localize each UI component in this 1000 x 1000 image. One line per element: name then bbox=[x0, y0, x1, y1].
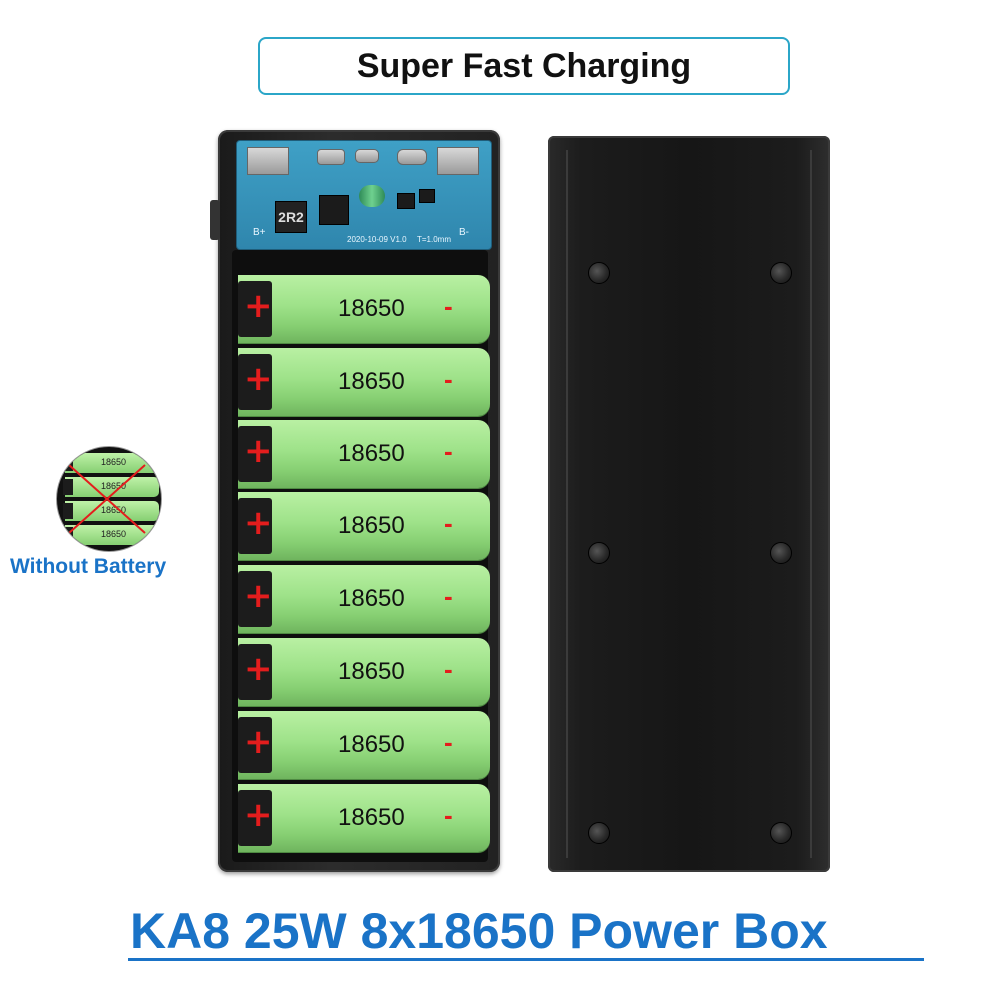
plus-terminal-icon: + bbox=[244, 503, 273, 543]
title-underline bbox=[128, 958, 924, 961]
battery-terminal bbox=[238, 717, 272, 773]
usb-a-port-right bbox=[437, 147, 479, 175]
without-battery-inset: 18650 18650 18650 18650 bbox=[56, 446, 162, 552]
battery-terminal bbox=[238, 790, 272, 846]
battery-cell: + 18650 - bbox=[238, 565, 490, 633]
minus-terminal-icon: - bbox=[444, 436, 453, 466]
battery-label: 18650 bbox=[338, 295, 405, 322]
without-battery-label: Without Battery bbox=[10, 555, 167, 578]
inductor-label: 2R2 bbox=[278, 209, 304, 225]
controller-chip bbox=[319, 195, 349, 225]
mosfet-chip bbox=[397, 193, 415, 209]
battery-terminal bbox=[238, 498, 272, 554]
mini-battery: 18650 bbox=[63, 525, 159, 545]
battery-cell: + 18650 - bbox=[238, 492, 490, 560]
battery-cell: + 18650 - bbox=[238, 711, 490, 779]
lightning-port bbox=[355, 149, 379, 163]
battery-label: 18650 bbox=[338, 804, 405, 831]
header-text: Super Fast Charging bbox=[356, 46, 692, 85]
usb-c-port bbox=[397, 149, 427, 165]
plus-terminal-icon: + bbox=[244, 359, 273, 399]
plus-terminal-icon: + bbox=[244, 795, 273, 835]
battery-cell: + 18650 - bbox=[238, 348, 490, 416]
usb-a-port-left bbox=[247, 147, 289, 175]
pcb-b-plus: B+ bbox=[253, 227, 266, 238]
battery-label: 18650 bbox=[338, 440, 405, 467]
screw-post bbox=[588, 822, 610, 844]
screw-post bbox=[770, 822, 792, 844]
plus-terminal-icon: + bbox=[244, 576, 273, 616]
plus-terminal-icon: + bbox=[244, 286, 273, 326]
plus-terminal-icon: + bbox=[244, 431, 273, 471]
cross-out-icon bbox=[68, 464, 146, 534]
pcb-thickness: T=1.0mm bbox=[417, 235, 452, 244]
mini-battery: 18650 bbox=[63, 453, 159, 473]
screw-post bbox=[770, 262, 792, 284]
minus-terminal-icon: - bbox=[444, 508, 453, 538]
power-box-lid bbox=[548, 136, 830, 872]
screw-post bbox=[588, 542, 610, 564]
plus-terminal-icon: + bbox=[244, 649, 273, 689]
battery-terminal bbox=[238, 281, 272, 337]
circuit-board: 2R2 B+ 2020-10-09 V1.0 T=1.0mm B- bbox=[236, 140, 492, 250]
product-title: KA8 25W 8x18650 Power Box bbox=[130, 903, 828, 959]
battery-cell: + 18650 - bbox=[238, 275, 490, 343]
battery-label: 18650 bbox=[338, 731, 405, 758]
battery-label: 18650 bbox=[338, 658, 405, 685]
screw-post bbox=[588, 262, 610, 284]
minus-terminal-icon: - bbox=[444, 581, 453, 611]
mini-battery-label: 18650 bbox=[101, 505, 127, 515]
minus-terminal-icon: - bbox=[444, 800, 453, 830]
mini-battery-label: 18650 bbox=[101, 481, 127, 491]
inductor: 2R2 bbox=[275, 201, 307, 233]
battery-cell: + 18650 - bbox=[238, 420, 490, 488]
minus-terminal-icon: - bbox=[444, 654, 453, 684]
capacitor bbox=[359, 185, 385, 207]
battery-cell: + 18650 - bbox=[238, 638, 490, 706]
battery-terminal bbox=[238, 426, 272, 482]
battery-label: 18650 bbox=[338, 585, 405, 612]
minus-terminal-icon: - bbox=[444, 727, 453, 757]
battery-terminal bbox=[238, 354, 272, 410]
battery-terminal bbox=[238, 644, 272, 700]
battery-cell: + 18650 - bbox=[238, 784, 490, 852]
battery-label: 18650 bbox=[338, 368, 405, 395]
battery-terminal bbox=[238, 571, 272, 627]
battery-label: 18650 bbox=[338, 512, 405, 539]
screw-post bbox=[770, 542, 792, 564]
header-banner: Super Fast Charging bbox=[258, 37, 790, 95]
pcb-b-minus: B- bbox=[459, 227, 469, 238]
lid-rim bbox=[566, 150, 812, 858]
pcb-version: 2020-10-09 V1.0 bbox=[347, 235, 407, 244]
micro-usb-port bbox=[317, 149, 345, 165]
minus-terminal-icon: - bbox=[444, 364, 453, 394]
side-switch bbox=[210, 200, 220, 240]
mini-battery-label: 18650 bbox=[101, 529, 127, 539]
mini-battery-label: 18650 bbox=[101, 457, 127, 467]
plus-terminal-icon: + bbox=[244, 722, 273, 762]
minus-terminal-icon: - bbox=[444, 291, 453, 321]
small-chip bbox=[419, 189, 435, 203]
